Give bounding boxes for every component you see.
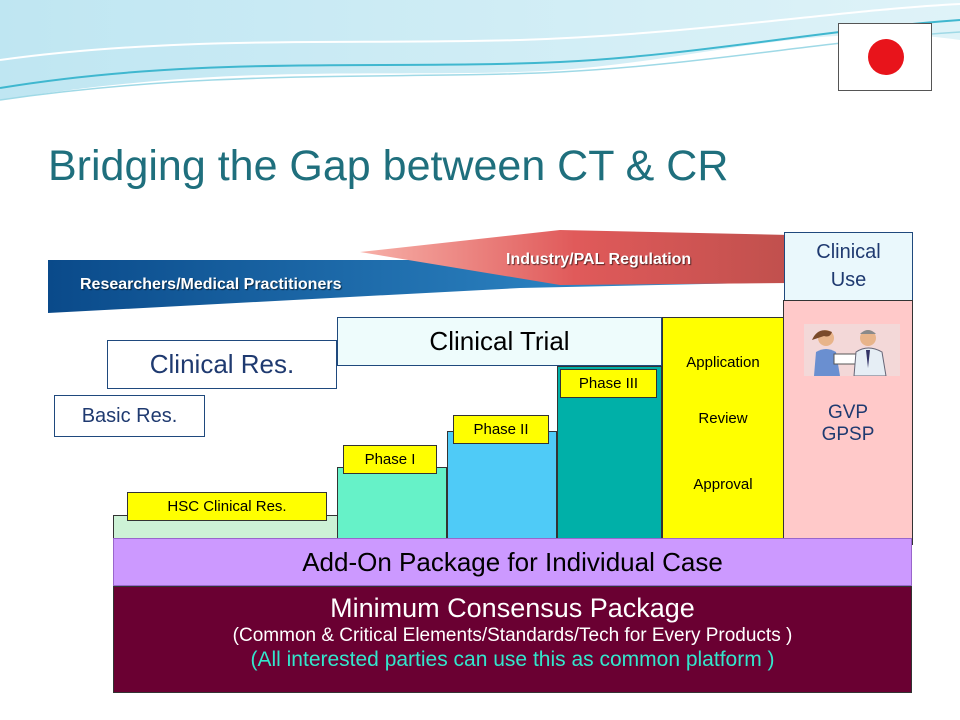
- gvp-label: GVP: [827, 402, 869, 423]
- header-wave-decoration: [0, 0, 960, 101]
- clinical-research-box: Clinical Res.: [107, 340, 337, 389]
- minimum-consensus-package: Minimum Consensus Package (Common & Crit…: [113, 586, 912, 693]
- minimum-package-title: Minimum Consensus Package: [330, 593, 695, 623]
- basic-research-box: Basic Res.: [54, 395, 205, 437]
- review-step: Review: [698, 410, 748, 427]
- post-market-text: GVP GPSP: [783, 402, 913, 446]
- researchers-banner-label: Researchers/Medical Practitioners: [80, 276, 342, 293]
- clinical-use-box: Clinical Use: [784, 232, 913, 302]
- doctor-patient-clipart-icon: [804, 324, 900, 376]
- minimum-package-line2: (All interested parties can use this as …: [250, 648, 775, 671]
- phase1-label: Phase I: [343, 445, 437, 474]
- phase2-stack: [447, 431, 557, 545]
- hsc-clinical-res-label: HSC Clinical Res.: [127, 492, 327, 521]
- clinical-use-line2: Use: [830, 269, 867, 291]
- application-step: Application: [686, 354, 760, 371]
- stakeholder-banners: [48, 230, 800, 313]
- page-title: Bridging the Gap between CT & CR: [48, 142, 729, 190]
- minimum-package-line1: (Common & Critical Elements/Standards/Te…: [232, 625, 793, 646]
- clinical-use-line1: Clinical: [816, 241, 881, 263]
- approval-stack: [662, 317, 784, 545]
- industry-banner-label: Industry/PAL Regulation: [506, 251, 692, 268]
- clinical-trial-box: Clinical Trial: [337, 317, 662, 366]
- japan-flag-icon: [838, 23, 932, 91]
- add-on-package-bar: Add-On Package for Individual Case: [113, 538, 912, 586]
- industry-banner-shape: [360, 230, 790, 285]
- approval-step: Approval: [693, 476, 753, 493]
- phase3-label: Phase III: [560, 369, 657, 398]
- phase2-label: Phase II: [453, 415, 549, 444]
- phase1-stack: [337, 467, 447, 545]
- gpsp-label: GPSP: [821, 424, 875, 445]
- japan-flag-sun: [868, 39, 904, 75]
